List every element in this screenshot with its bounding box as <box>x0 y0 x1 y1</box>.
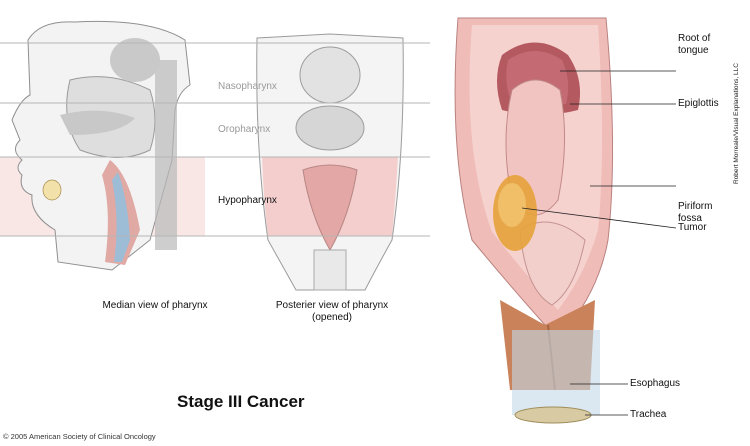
piriform-fossa-label: Piriform fossa <box>678 201 712 225</box>
median-view-caption: Median view of pharynx <box>102 300 208 311</box>
posterior-view-illustration <box>256 33 404 291</box>
piriform-label-line2: fossa <box>678 213 702 224</box>
posterior-caption-line2: (opened) <box>311 312 353 323</box>
root-of-tongue-label: Root of tongue <box>678 33 710 57</box>
copyright-notice: © 2005 American Society of Clinical Onco… <box>3 432 156 441</box>
esophagus-label: Esophagus <box>630 378 681 389</box>
trachea-label: Trachea <box>630 409 667 420</box>
root-label-line2: tongue <box>678 45 709 56</box>
illustrator-credit: Robert Morreale/Visual Explanations, LLC <box>733 63 740 184</box>
posterior-caption-line1: Posterier view of pharynx <box>275 300 389 311</box>
tumor-label: Tumor <box>678 222 707 233</box>
root-label-line1: Root of <box>678 33 711 44</box>
nasopharynx-label: Nasopharynx <box>218 81 277 92</box>
median-view-illustration <box>0 20 205 271</box>
stage-title: Stage III Cancer <box>177 392 305 411</box>
hypopharynx-label: Hypopharynx <box>218 195 277 206</box>
opened-pharynx-illustration <box>454 17 614 424</box>
oropharynx-label: Oropharynx <box>218 124 271 135</box>
callout-lines <box>521 70 677 416</box>
posterior-view-caption: Posterier view of pharynx (opened) <box>262 300 402 324</box>
epiglottis-label: Epiglottis <box>678 98 719 109</box>
piriform-label-line1: Piriform <box>678 201 713 212</box>
region-guide-lines <box>0 42 430 237</box>
